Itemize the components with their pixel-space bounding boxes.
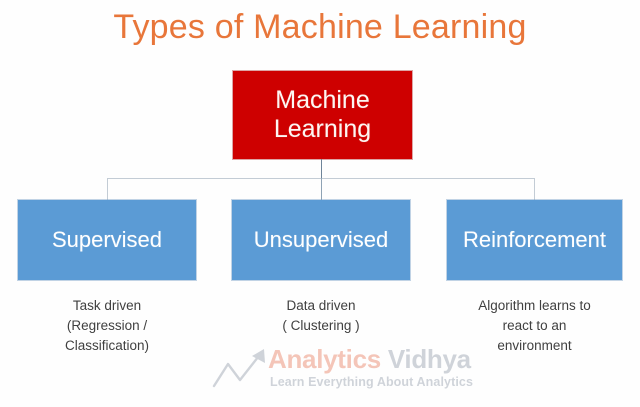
connector-drop-reinforcement	[534, 178, 535, 200]
growth-arrow-icon	[212, 349, 265, 388]
node-supervised-label: Supervised	[51, 227, 163, 252]
caption-reinforcement: Algorithm learns to react to an environm…	[478, 298, 591, 353]
node-supervised: Supervised	[18, 200, 196, 280]
watermark: Analytics Vidhya Learn Everything About …	[212, 344, 473, 398]
watermark-tagline: Learn Everything About Analytics	[270, 375, 474, 389]
node-reinforcement-label: Reinforcement	[462, 227, 607, 252]
page-title: Types of Machine Learning	[113, 8, 527, 46]
watermark-brand-first: Analytics	[268, 344, 381, 374]
caption-unsupervised: Data driven ( Clustering )	[282, 298, 360, 333]
node-unsupervised: Unsupervised	[232, 200, 410, 280]
caption-supervised: Task driven (Regression / Classification…	[64, 298, 150, 353]
node-reinforcement: Reinforcement	[447, 200, 622, 280]
node-unsupervised-label: Unsupervised	[253, 227, 389, 252]
watermark-wordmark: Analytics Vidhya	[268, 344, 471, 375]
node-machine-learning-label: Machine Learning	[273, 85, 372, 144]
connector-drop-unsupervised	[321, 178, 322, 200]
node-machine-learning: Machine Learning	[233, 71, 412, 159]
connector-drop-supervised	[107, 178, 108, 200]
